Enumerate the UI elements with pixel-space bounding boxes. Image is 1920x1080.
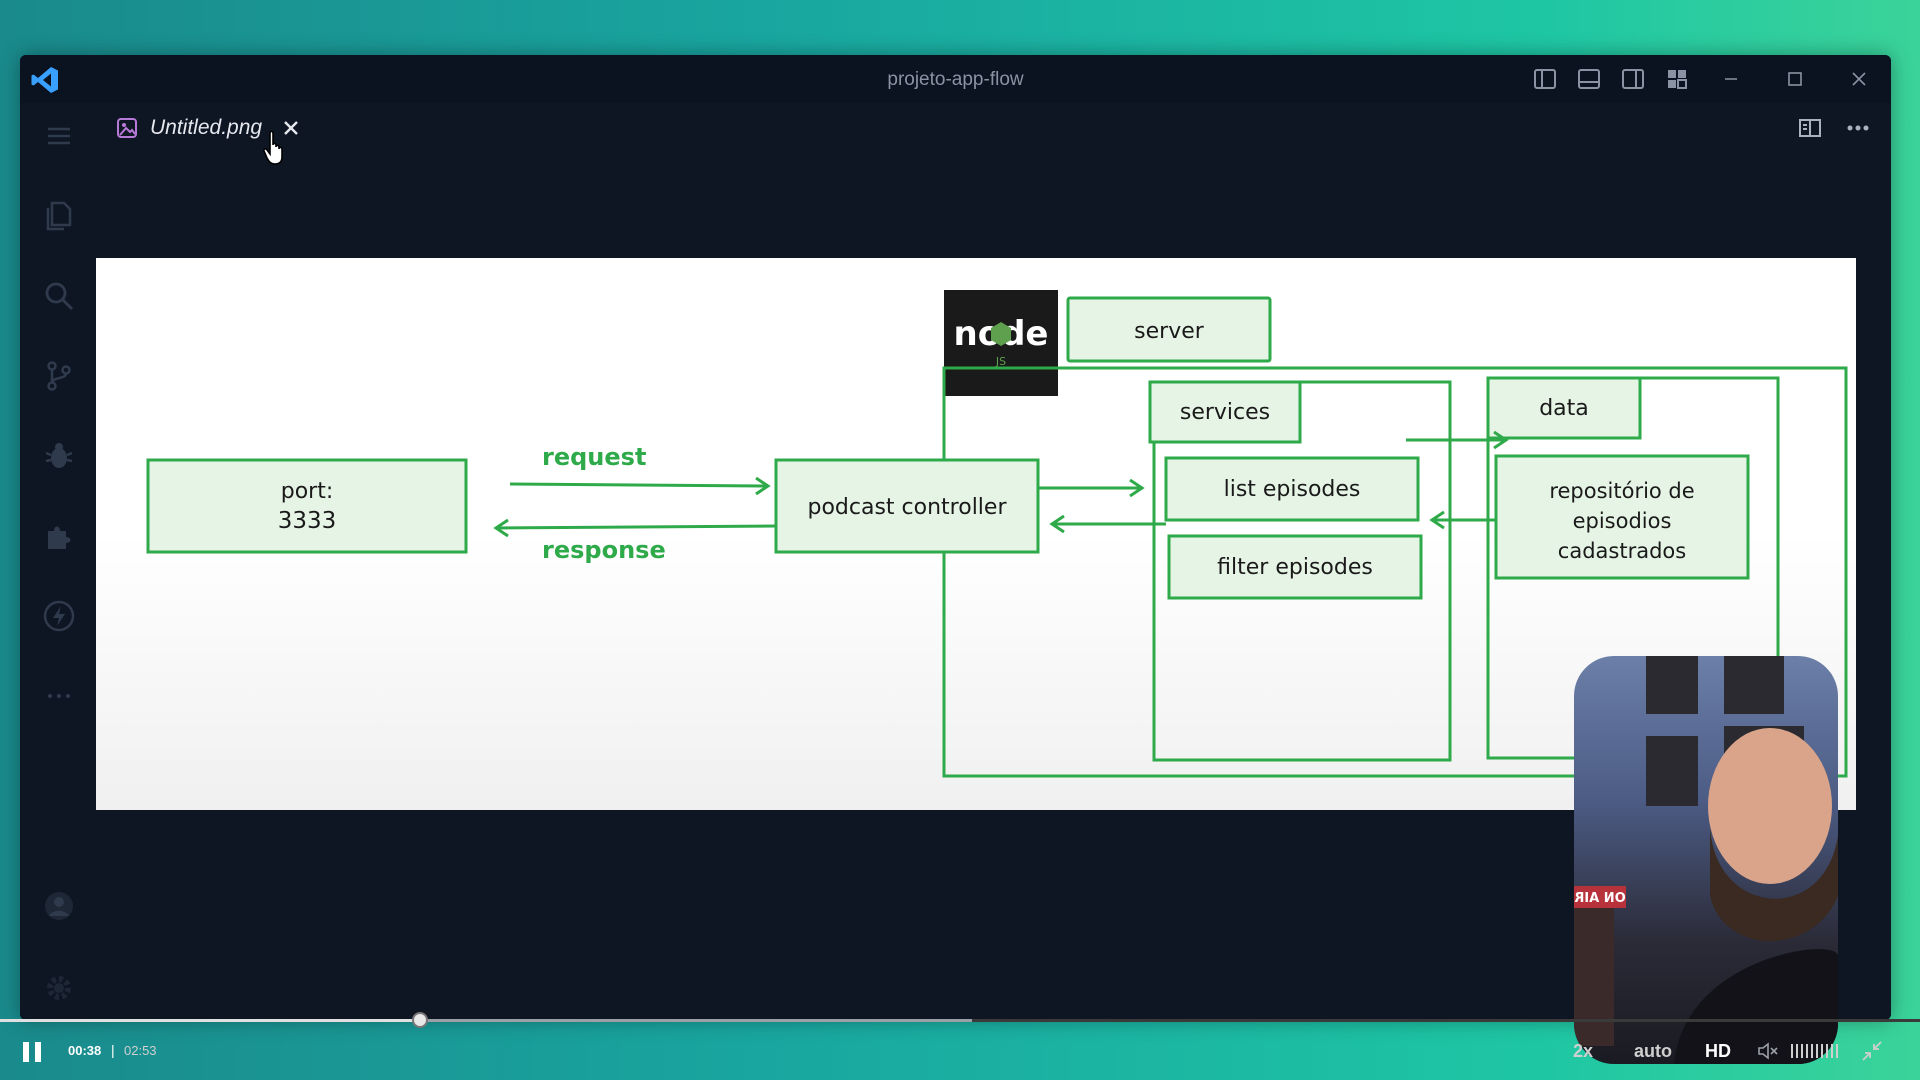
response-label: response xyxy=(542,536,666,564)
response-arrowhead xyxy=(493,518,509,538)
toggle-primary-sidebar-icon[interactable] xyxy=(1523,55,1567,103)
repository-label-line1: repositório de xyxy=(1549,479,1694,503)
controller-to-service-arrowhead xyxy=(1129,478,1145,498)
time-separator: | xyxy=(111,1042,115,1058)
toggle-secondary-sidebar-icon[interactable] xyxy=(1611,55,1655,103)
service-to-controller-arrowhead xyxy=(1049,514,1065,534)
split-editor-icon[interactable] xyxy=(1797,115,1823,141)
repository-label-line3: cadastrados xyxy=(1558,539,1686,563)
port-box xyxy=(146,458,468,554)
pause-icon[interactable] xyxy=(20,1040,44,1064)
vscode-logo-icon xyxy=(31,67,58,93)
toggle-panel-icon[interactable] xyxy=(1567,55,1611,103)
files-icon[interactable] xyxy=(40,197,78,235)
progress-played xyxy=(0,1019,421,1022)
extensions-icon[interactable] xyxy=(40,517,78,555)
hd-button[interactable]: HD xyxy=(1705,1040,1731,1061)
tab-label: Untitled.png xyxy=(150,116,263,139)
list-episodes-box xyxy=(1164,456,1420,522)
architecture-diagram: node JS server services list episodes fi… xyxy=(146,290,1848,778)
hamburger-icon[interactable] xyxy=(40,117,78,155)
volume-slider[interactable] xyxy=(1788,1036,1844,1066)
data-box xyxy=(1486,376,1642,440)
more-actions-icon[interactable] xyxy=(1845,115,1871,141)
repository-box xyxy=(1494,454,1750,580)
title-bar: projeto-app-flow xyxy=(20,55,1891,103)
list-episodes-label: list episodes xyxy=(1224,477,1361,502)
customize-layout-icon[interactable] xyxy=(1655,55,1699,103)
nodejs-hexagon-icon xyxy=(991,322,1011,346)
request-label: request xyxy=(542,443,646,471)
mouse-cursor-icon xyxy=(263,130,283,165)
window-title: projeto-app-flow xyxy=(887,69,1024,90)
filter-episodes-label: filter episodes xyxy=(1217,555,1373,580)
exit-fullscreen-icon[interactable] xyxy=(1844,1036,1900,1066)
flow-arrows xyxy=(493,396,1509,538)
podcast-controller-box xyxy=(774,458,1040,554)
activity-bar: 1 xyxy=(20,103,98,1020)
current-time: 00:38 xyxy=(68,1043,102,1058)
editor-tab-bar: Untitled.png xyxy=(98,103,1891,153)
duration: 02:53 xyxy=(124,1043,157,1058)
bug-icon[interactable] xyxy=(40,437,78,475)
request-arrowhead xyxy=(755,476,771,496)
account-icon[interactable] xyxy=(40,887,78,925)
server-boundary xyxy=(942,366,1848,778)
services-box xyxy=(1148,380,1302,444)
image-preview: node JS server services list episodes fi… xyxy=(96,258,1856,810)
gear-icon[interactable] xyxy=(40,969,78,1007)
video-progress-bar[interactable] xyxy=(0,1012,1920,1028)
title-bar-controls xyxy=(1523,55,1891,103)
quality-auto-button[interactable]: auto xyxy=(1634,1040,1672,1061)
tab-untitled-png[interactable]: Untitled.png xyxy=(108,103,301,153)
source-control-icon[interactable] xyxy=(40,357,78,395)
mute-icon[interactable] xyxy=(1748,1036,1788,1066)
progress-buffered xyxy=(0,1019,972,1022)
player-settings: 2x auto HD xyxy=(1548,1034,1900,1068)
image-file-icon xyxy=(117,118,137,138)
data-label: data xyxy=(1539,396,1589,421)
server-box xyxy=(1066,296,1272,363)
services-label: services xyxy=(1180,400,1270,425)
minimize-button[interactable] xyxy=(1699,55,1763,103)
video-controls: 00:38 | 02:53 2x auto HD xyxy=(0,1022,1920,1080)
tab-actions xyxy=(1797,103,1871,153)
maximize-button[interactable] xyxy=(1763,55,1827,103)
progress-scrubber[interactable] xyxy=(412,1012,429,1028)
request-arrow xyxy=(509,482,767,488)
on-air-sign-text: ON AIR xyxy=(1574,891,1625,906)
services-container xyxy=(1152,380,1452,762)
close-window-button[interactable] xyxy=(1827,55,1891,103)
playback-speed-button[interactable]: 2x xyxy=(1572,1040,1594,1061)
filter-episodes-box xyxy=(1167,534,1423,600)
repository-label-line2: episodios xyxy=(1573,509,1672,533)
service-to-data-arrowhead xyxy=(1493,430,1509,450)
webcam-overlay: ON AIR xyxy=(1574,656,1838,1064)
response-arrow xyxy=(495,524,777,530)
ellipsis-icon[interactable] xyxy=(40,677,78,715)
presenter-video: ON AIR xyxy=(1574,656,1838,1064)
data-to-service-arrowhead xyxy=(1429,510,1445,530)
port-label-line2: 3333 xyxy=(278,508,337,534)
port-label-line1: port: xyxy=(281,479,334,504)
nodejs-logo-sub: JS xyxy=(995,355,1006,368)
podcast-controller-label: podcast controller xyxy=(808,495,1008,520)
search-icon[interactable] xyxy=(40,277,78,315)
server-label: server xyxy=(1134,319,1205,344)
lightning-icon[interactable] xyxy=(40,597,78,635)
close-icon[interactable] xyxy=(282,119,300,137)
